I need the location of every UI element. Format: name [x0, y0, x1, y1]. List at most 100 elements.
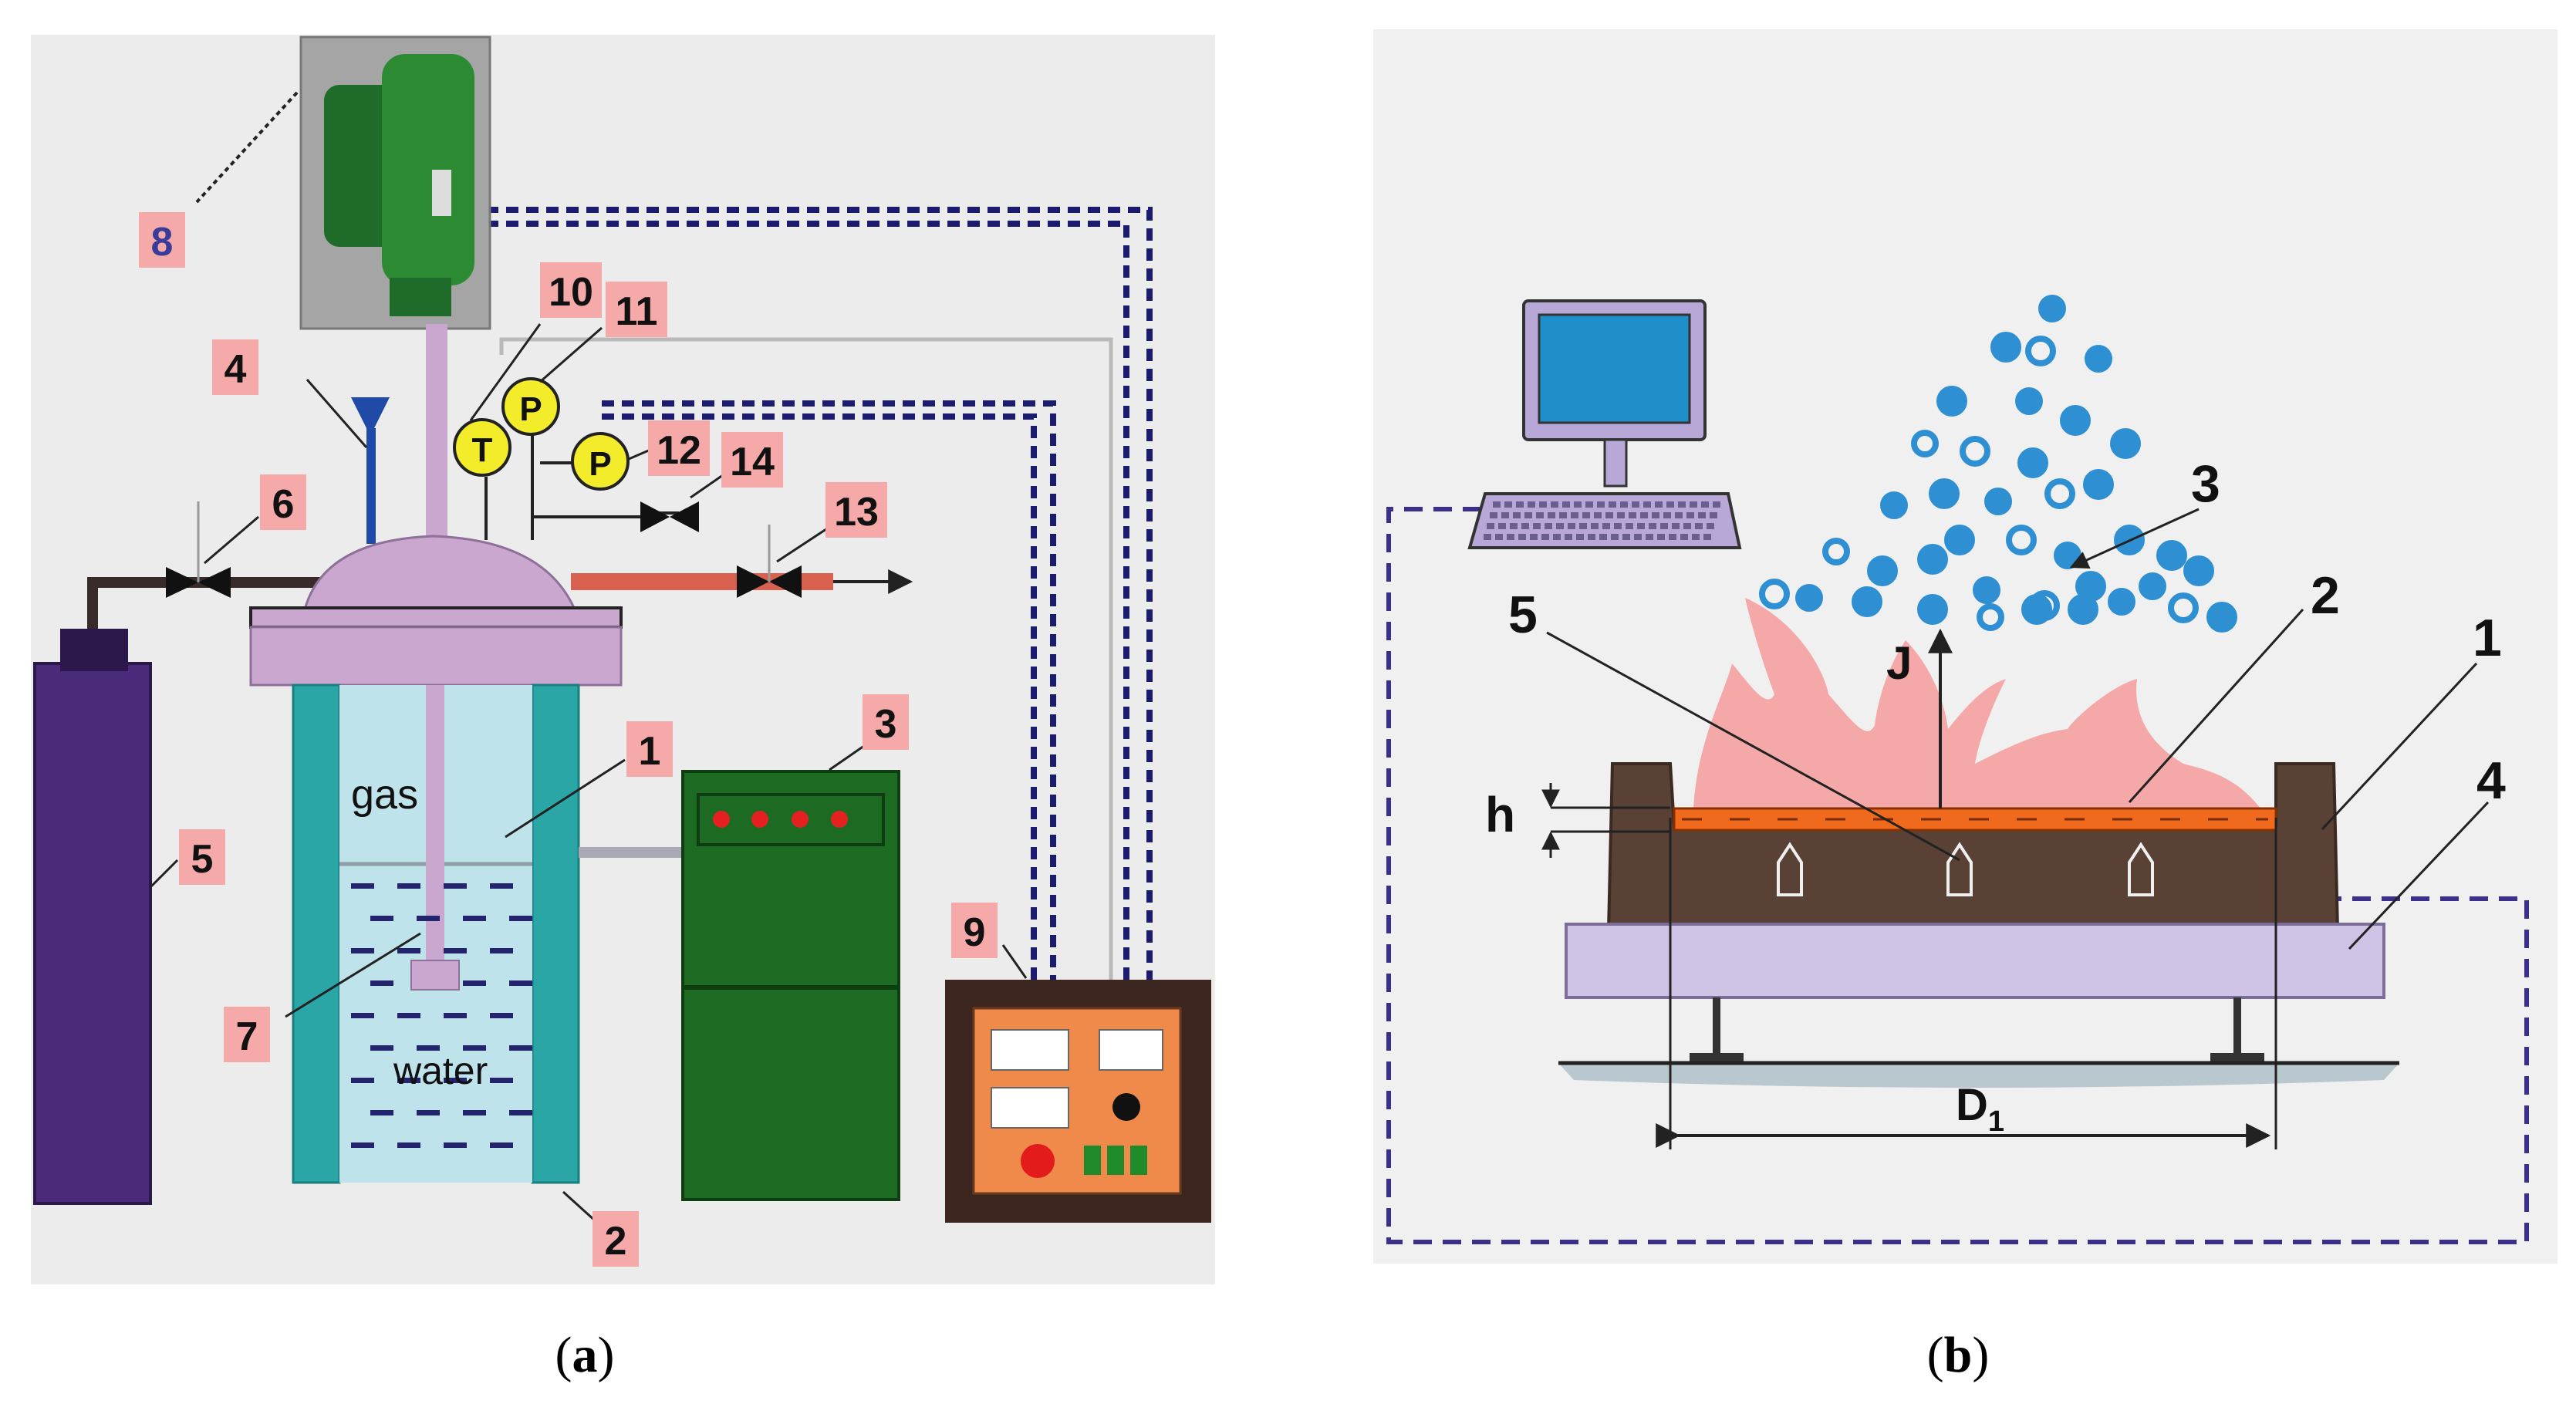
- key: [1637, 523, 1645, 529]
- leader-13: [776, 523, 834, 563]
- label-box: [139, 212, 185, 268]
- key: [1599, 534, 1607, 540]
- vessel-wall-left: [292, 683, 341, 1184]
- key: [1559, 512, 1567, 518]
- key: [1536, 512, 1544, 518]
- floor-shadow: [1558, 1063, 2399, 1088]
- particle: [2025, 336, 2056, 366]
- gas-cylinder: [33, 629, 152, 1205]
- key: [1516, 501, 1524, 508]
- heater-element-1: [1777, 842, 1803, 896]
- water-dash: [397, 1078, 420, 1083]
- label-a6: 6: [260, 474, 306, 530]
- label-b3: 3: [2191, 454, 2220, 513]
- key: [1597, 501, 1605, 508]
- label-a8: 8: [139, 212, 185, 268]
- key: [1640, 512, 1648, 518]
- key: [1634, 534, 1642, 540]
- label-b1: 1: [2473, 609, 2502, 667]
- water-dash: [370, 1045, 393, 1051]
- particle: [1917, 594, 1948, 625]
- water-dash: [397, 883, 420, 889]
- particle: [1984, 488, 2012, 515]
- leader-9: [1001, 944, 1028, 979]
- key: [1609, 501, 1616, 508]
- water-dash: [397, 1013, 420, 1018]
- key: [1620, 501, 1628, 508]
- water-dash: [490, 1142, 513, 1148]
- label-a14: 14: [721, 432, 783, 488]
- gauge-t-letter: T: [472, 431, 493, 469]
- controller: [945, 980, 1211, 1223]
- stirrer-shaft: [426, 685, 444, 978]
- leader-b3: [2069, 508, 2200, 569]
- controller-switch-2: [1107, 1146, 1124, 1175]
- height-label: h: [1485, 787, 1515, 842]
- water-dash: [351, 883, 374, 889]
- key: [1692, 534, 1700, 540]
- key: [1652, 512, 1659, 518]
- gauge-p1-letter: P: [519, 390, 542, 428]
- balance-platform: [1565, 923, 2385, 999]
- control-wire-pressure-2: [602, 413, 1037, 980]
- particle: [2060, 405, 2091, 436]
- thermostat-unit: [681, 770, 900, 1201]
- signal-wire: [499, 337, 1113, 980]
- water-dash: [370, 980, 393, 986]
- key: [1602, 523, 1610, 529]
- key: [1484, 534, 1491, 540]
- particle: [1795, 584, 1823, 612]
- controller-red-button: [1021, 1144, 1055, 1178]
- controller-switch-3: [1130, 1146, 1147, 1175]
- label-a4: 4: [212, 339, 258, 395]
- key: [1530, 534, 1538, 540]
- cylinder-body: [33, 662, 152, 1205]
- water-dash: [509, 980, 532, 986]
- label-a10: 10: [540, 262, 602, 318]
- particle: [2054, 542, 2081, 569]
- leader-7: [285, 932, 421, 1018]
- controller-knob: [1112, 1093, 1140, 1121]
- water-dash: [444, 1013, 467, 1018]
- leader-4: [306, 379, 368, 448]
- label-box: [179, 829, 225, 885]
- particle: [2206, 602, 2237, 633]
- particle: [1977, 603, 2004, 631]
- key: [1713, 501, 1720, 508]
- label-text: 6: [272, 482, 295, 527]
- water-dash: [370, 1110, 393, 1115]
- water-dash: [351, 1142, 374, 1148]
- key: [1605, 512, 1613, 518]
- key: [1588, 534, 1595, 540]
- water-dash: [490, 1078, 513, 1083]
- key: [1680, 534, 1688, 540]
- water-dash: [490, 948, 513, 953]
- label-text: 14: [730, 440, 775, 484]
- label-box: [606, 282, 667, 337]
- particle: [2139, 572, 2166, 600]
- key: [1565, 534, 1572, 540]
- key: [1556, 523, 1564, 529]
- key: [1518, 534, 1526, 540]
- key: [1710, 512, 1717, 518]
- water-dash: [463, 980, 486, 986]
- key: [1574, 501, 1582, 508]
- motor-plate: [432, 170, 451, 216]
- label-text: 3: [875, 702, 897, 747]
- computer: [1467, 299, 1742, 549]
- key: [1501, 512, 1509, 518]
- key: [1513, 512, 1521, 518]
- particle: [2021, 594, 2052, 625]
- outlet-valve: [737, 525, 802, 598]
- key: [1672, 523, 1680, 529]
- water-dash: [463, 1110, 486, 1115]
- control-wire-motor: [486, 207, 1153, 980]
- particle: [1911, 430, 1939, 457]
- key: [1490, 512, 1497, 518]
- label-box: [593, 1211, 639, 1267]
- particle: [2038, 295, 2066, 322]
- particle: [1973, 576, 2000, 604]
- water-label: water: [393, 1049, 488, 1092]
